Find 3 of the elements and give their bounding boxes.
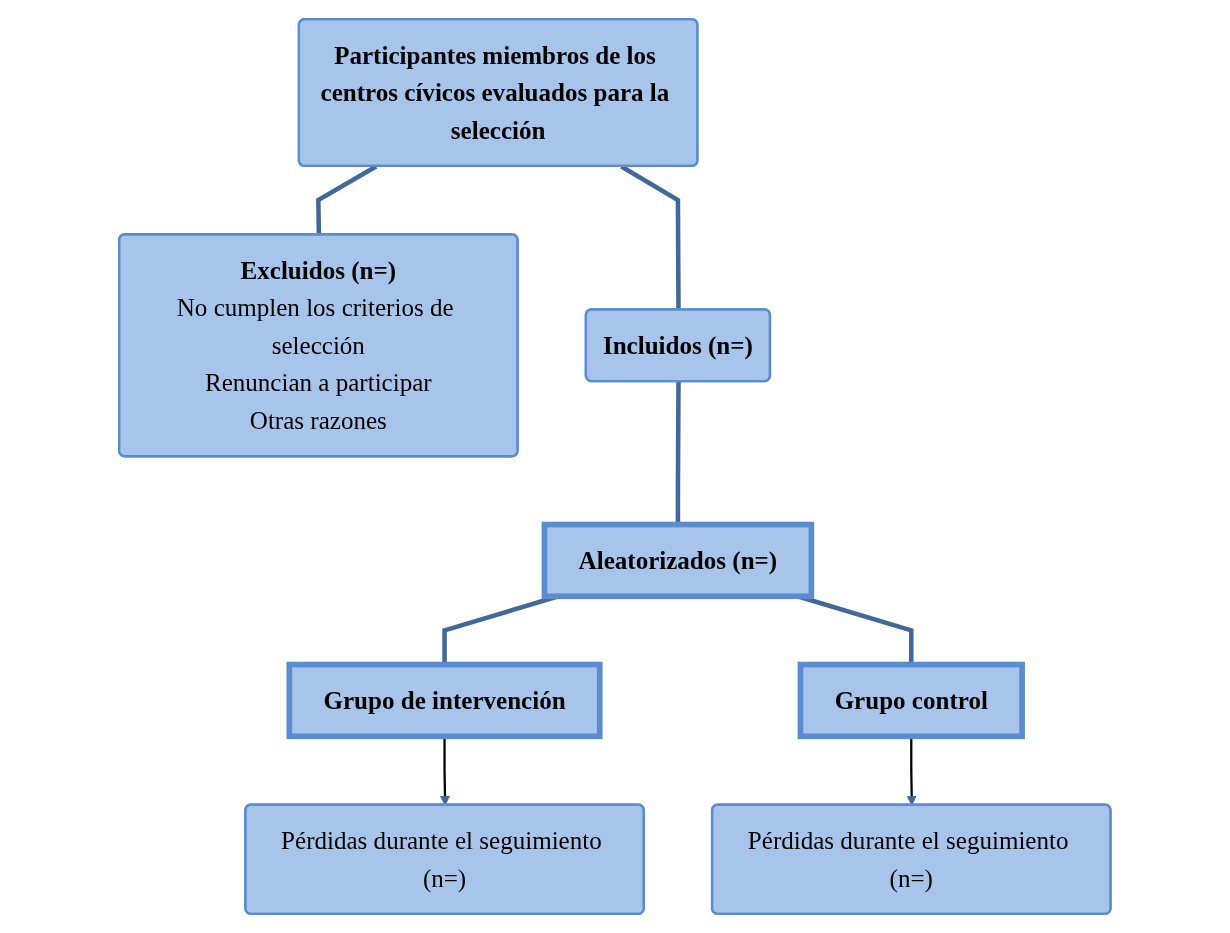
node-box: Grupo de intervención xyxy=(286,661,603,740)
node-box: Grupo control xyxy=(797,661,1026,740)
node-box: Aleatorizados (n=) xyxy=(541,521,815,600)
